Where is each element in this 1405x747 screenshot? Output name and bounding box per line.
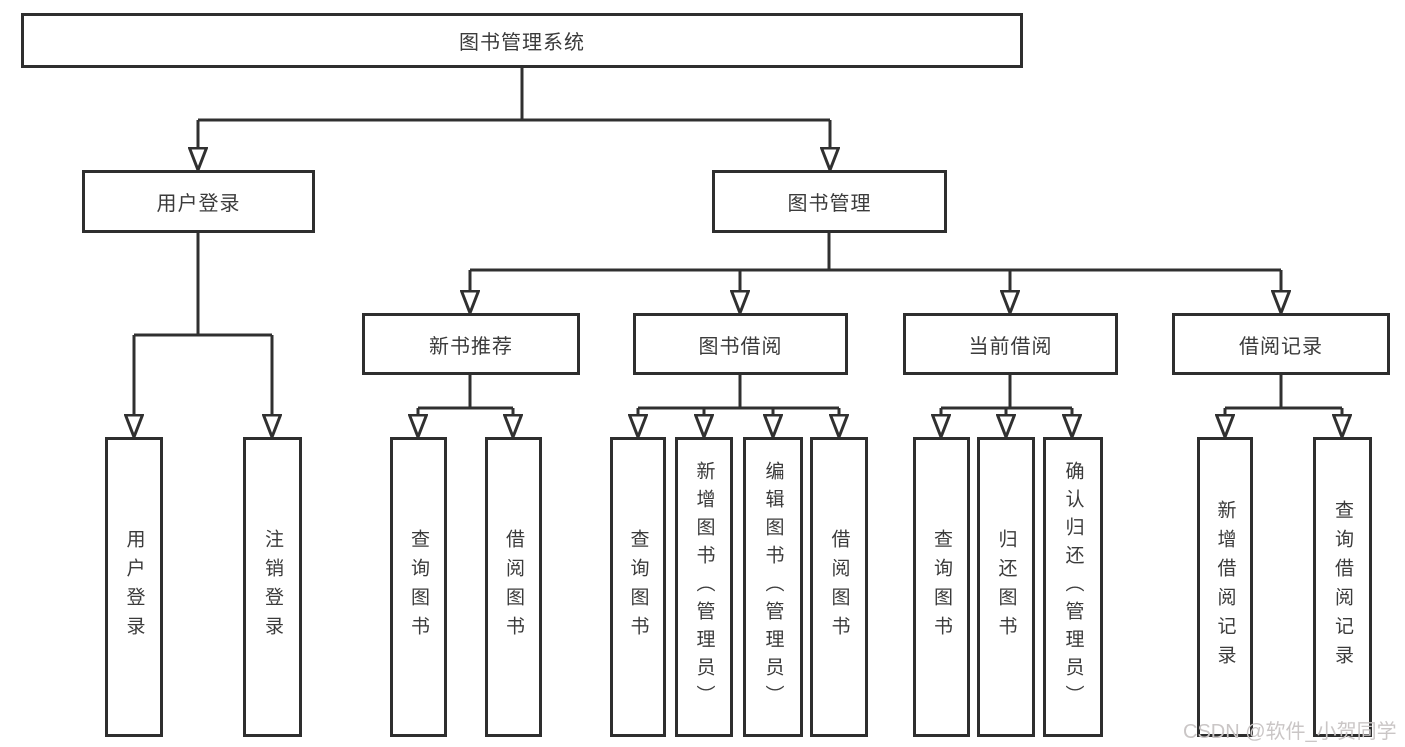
node-current-borrow: 当前借阅 xyxy=(903,313,1118,375)
connector-book-borrow xyxy=(638,375,839,415)
leaf-search-borrow-record: 查询借阅记录 xyxy=(1313,437,1372,737)
leaf-label: 编辑图书（管理员） xyxy=(762,461,784,713)
leaf-confirm-return-admin: 确认归还（管理员） xyxy=(1043,437,1103,737)
node-book-management: 图书管理 xyxy=(712,170,947,233)
connector-book-management xyxy=(470,233,1281,291)
connector-root xyxy=(198,68,830,148)
leaf-label: 查询图书 xyxy=(408,529,429,645)
leaf-borrow-book: 借阅图书 xyxy=(810,437,868,737)
connector-new-book-recommend xyxy=(418,375,513,415)
leaf-label: 注销登录 xyxy=(262,529,283,645)
connector-borrow-records xyxy=(1225,375,1342,415)
node-borrow-records: 借阅记录 xyxy=(1172,313,1390,375)
leaf-add-borrow-record: 新增借阅记录 xyxy=(1197,437,1253,737)
connector-user-login xyxy=(134,233,272,415)
leaf-label: 归还图书 xyxy=(995,529,1017,645)
connector-current-borrow xyxy=(941,375,1072,415)
leaf-label: 借阅图书 xyxy=(828,529,850,645)
leaf-label: 查询图书 xyxy=(627,529,649,645)
node-root: 图书管理系统 xyxy=(21,13,1023,68)
node-user-login: 用户登录 xyxy=(82,170,315,233)
leaf-borrow-search-book: 查询图书 xyxy=(610,437,666,737)
leaf-logout: 注销登录 xyxy=(243,437,302,737)
leaf-return-book: 归还图书 xyxy=(977,437,1035,737)
leaf-add-book-admin: 新增图书（管理员） xyxy=(675,437,733,737)
leaf-user-login: 用户登录 xyxy=(105,437,163,737)
leaf-label: 借阅图书 xyxy=(503,529,524,645)
leaf-label: 用户登录 xyxy=(123,529,145,645)
leaf-rec-borrow-book: 借阅图书 xyxy=(485,437,542,737)
leaf-label: 确认归还（管理员） xyxy=(1062,461,1084,713)
node-book-borrow: 图书借阅 xyxy=(633,313,848,375)
leaf-label: 查询借阅记录 xyxy=(1332,500,1353,674)
leaf-label: 新增图书（管理员） xyxy=(693,461,715,713)
leaf-rec-search-book: 查询图书 xyxy=(390,437,447,737)
leaf-current-search-book: 查询图书 xyxy=(913,437,970,737)
leaf-label: 新增借阅记录 xyxy=(1214,500,1236,674)
csdn-watermark: CSDN @软件_小贺同学 xyxy=(1183,721,1397,743)
node-new-book-recommend: 新书推荐 xyxy=(362,313,580,375)
leaf-edit-book-admin: 编辑图书（管理员） xyxy=(743,437,803,737)
leaf-label: 查询图书 xyxy=(931,529,952,645)
